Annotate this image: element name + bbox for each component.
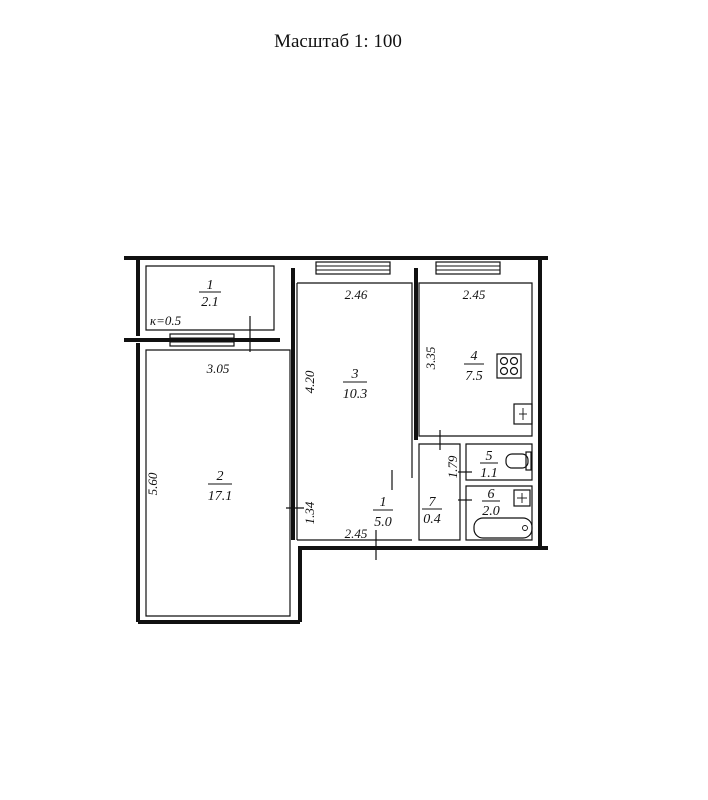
svg-text:17.1: 17.1 [208,489,233,504]
room-3-outline [297,282,413,478]
dimension-labels: 3.05 5.60 2.46 4.20 2.45 3.35 2.45 1.34 … [145,287,486,541]
svg-text:3: 3 [351,367,359,382]
svg-text:7: 7 [429,495,437,510]
dim-room3-width: 2.46 [345,287,368,302]
dim-room4-width: 2.45 [463,287,486,302]
bathtub-icon [473,517,533,539]
svg-text:5: 5 [486,449,493,464]
dim-room3-length: 4.20 [302,370,317,393]
outer-wall-step [298,546,548,622]
windows [169,261,501,347]
scale-title: Масштаб 1: 100 [274,31,402,52]
fixtures [473,353,533,539]
svg-text:2: 2 [217,469,224,484]
room-label-2: 2 17.1 [208,469,233,504]
room-4-outline [418,282,533,437]
svg-text:2.1: 2.1 [201,295,219,310]
room-label-5: 5 1.1 [480,449,498,481]
svg-text:1: 1 [380,495,387,510]
room-label-hall: 1 5.0 [373,495,393,530]
walls [124,256,548,624]
room-labels: 1 2.1 к=0.5 2 17.1 3 10.3 4 7.5 1 5.0 5 [150,278,500,530]
window-room-4 [435,261,501,275]
dim-room2-length: 5.60 [145,472,160,495]
svg-text:0.4: 0.4 [423,512,441,527]
stove-icon [496,353,522,379]
toilet-icon [505,451,532,471]
dim-corridor-length: 1.79 [445,455,460,478]
dim-room4-length: 3.35 [423,346,438,370]
window-room-2 [169,333,235,347]
svg-text:10.3: 10.3 [343,387,368,402]
hall-outline [296,484,412,541]
room-2-outline [145,349,291,617]
balcony-outline [145,265,275,331]
dim-room2-width: 3.05 [206,361,230,376]
svg-text:1.1: 1.1 [480,466,498,481]
kitchen-sink-icon [513,403,533,425]
dim-hall-width: 2.45 [345,526,368,541]
room-label-1: 1 2.1 к=0.5 [150,278,221,328]
door-ticks [249,316,472,560]
dim-hall-length: 1.34 [302,501,317,524]
room-5-outline [465,443,533,481]
corridor-outline [418,443,461,541]
svg-text:2.0: 2.0 [482,504,500,519]
room-label-6: 6 2.0 [482,487,500,519]
svg-text:6: 6 [488,487,495,502]
room-label-4: 4 7.5 [464,349,484,384]
room-label-3: 3 10.3 [343,367,368,402]
room-label-7: 7 0.4 [422,495,442,527]
svg-text:7.5: 7.5 [465,369,483,384]
balcony-coefficient: к=0.5 [150,313,182,328]
svg-text:4: 4 [471,349,478,364]
washbasin-icon [513,489,531,507]
svg-text:1: 1 [207,278,214,293]
svg-text:5.0: 5.0 [374,515,392,530]
window-room-3 [315,261,391,275]
room-6-outline [465,485,533,541]
